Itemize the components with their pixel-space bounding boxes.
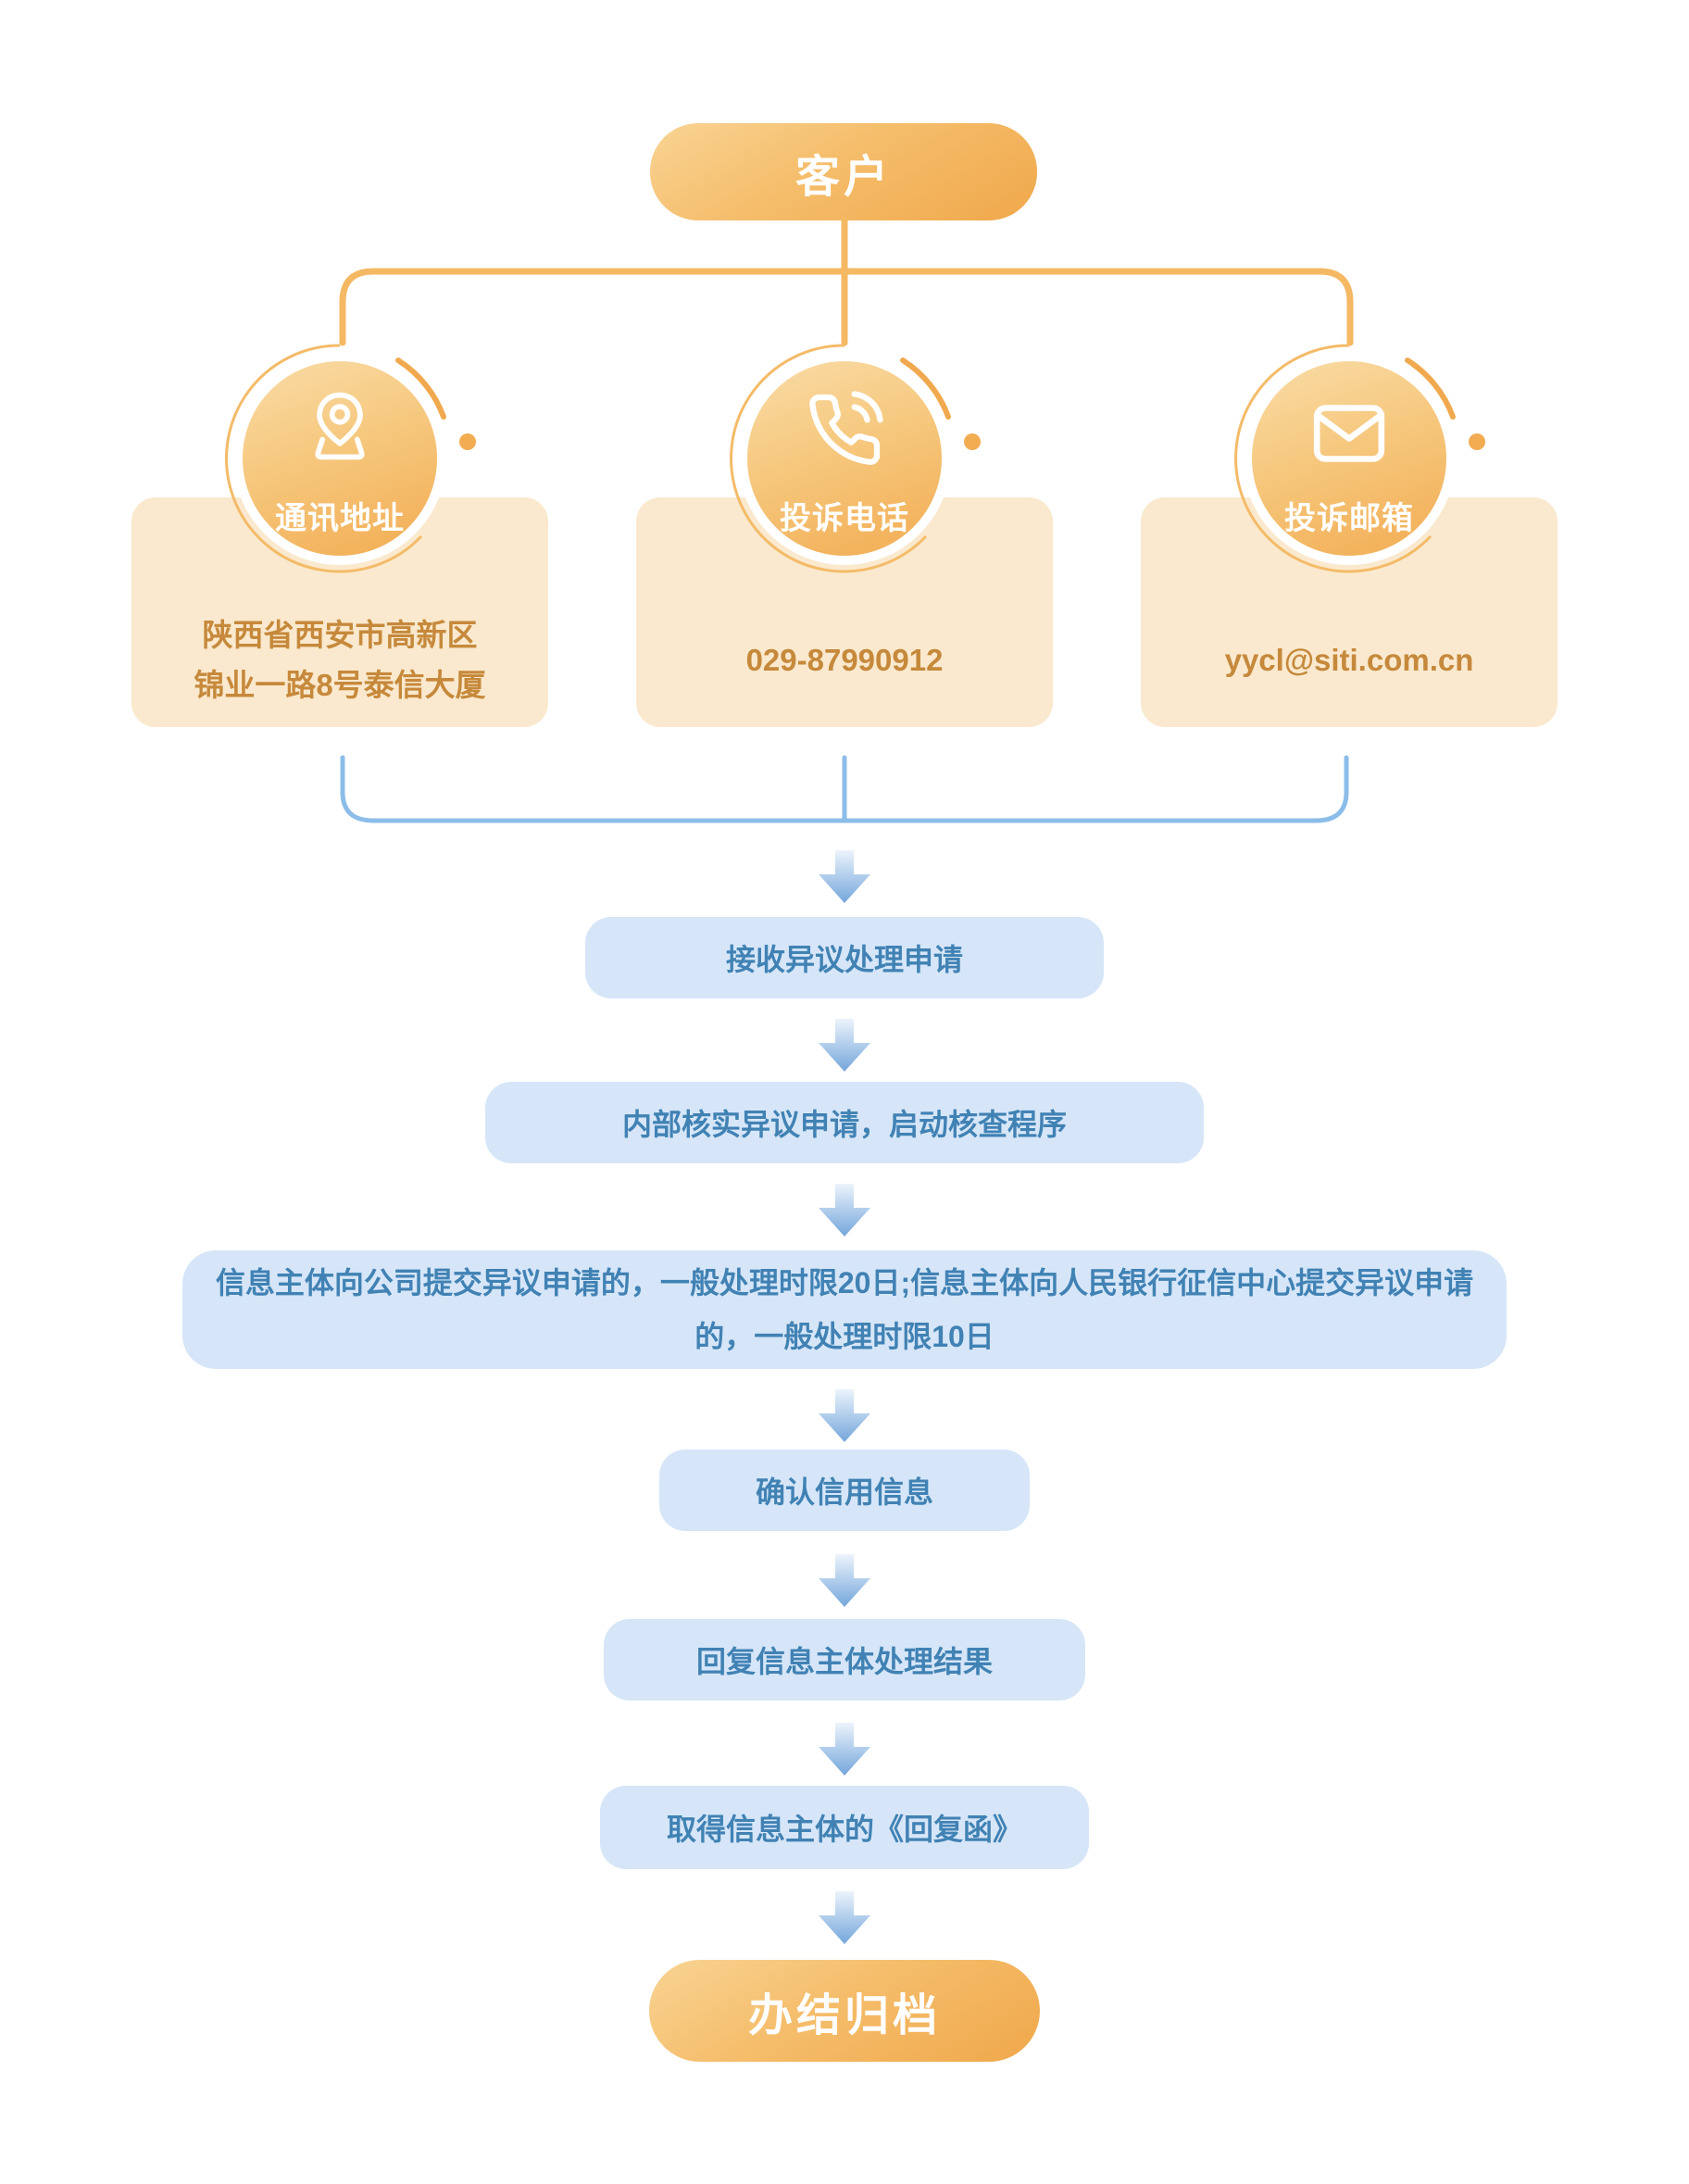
step-reply-result: 回复信息主体处理结果: [604, 1619, 1085, 1701]
email-address: yycl@siti.com.cn: [1224, 643, 1474, 677]
phone-number: 029-87990912: [745, 643, 944, 677]
end-node-archive: 办结归档: [649, 1960, 1040, 2062]
channel-badge-address: 通讯地址: [233, 352, 446, 565]
step-processing-time-limits: 信息主体向公司提交异议申请的，一般处理时限20日;信息主体向人民银行征信中心提交…: [182, 1250, 1507, 1369]
phone-icon: [806, 391, 883, 469]
step-label: 确认信用信息: [755, 1475, 933, 1509]
address-line-2: 锦业一路8号泰信大厦: [194, 668, 486, 702]
step-internal-verification: 内部核实异议申请，启动核查程序: [485, 1082, 1204, 1163]
mail-icon: [1308, 393, 1390, 474]
step-confirm-credit-info: 确认信用信息: [659, 1450, 1030, 1531]
channel-label-address: 通讯地址: [275, 501, 405, 536]
start-node-label: 客户: [794, 152, 892, 202]
address-line-1: 陕西省西安市高新区: [202, 618, 478, 652]
step-label: 内部核实异议申请，启动核查程序: [621, 1108, 1067, 1141]
step-obtain-reply-letter: 取得信息主体的《回复函》: [600, 1786, 1089, 1869]
top-bracket-connector: [339, 217, 1354, 346]
channel-label-email: 投诉邮箱: [1284, 501, 1414, 536]
start-node-customer: 客户: [650, 123, 1037, 220]
end-node-label: 办结归档: [747, 1991, 941, 2040]
step-label: 接收异议处理申请: [725, 943, 963, 976]
flow-arrows: [819, 850, 870, 1944]
channel-label-phone: 投诉电话: [780, 501, 909, 536]
channel-badge-email: 投诉邮箱: [1243, 352, 1456, 565]
channel-badge-phone: 投诉电话: [738, 352, 951, 565]
step-label: 取得信息主体的《回复函》: [666, 1813, 1022, 1846]
step-receive-application: 接收异议处理申请: [585, 917, 1104, 998]
location-pin-icon: [297, 385, 382, 471]
merge-bracket-connector: [340, 755, 1349, 823]
step-label: 信息主体向公司提交异议申请的，一般处理时限20日;信息主体向人民银行征信中心提交…: [215, 1266, 1474, 1353]
step-label: 回复信息主体处理结果: [695, 1645, 993, 1678]
